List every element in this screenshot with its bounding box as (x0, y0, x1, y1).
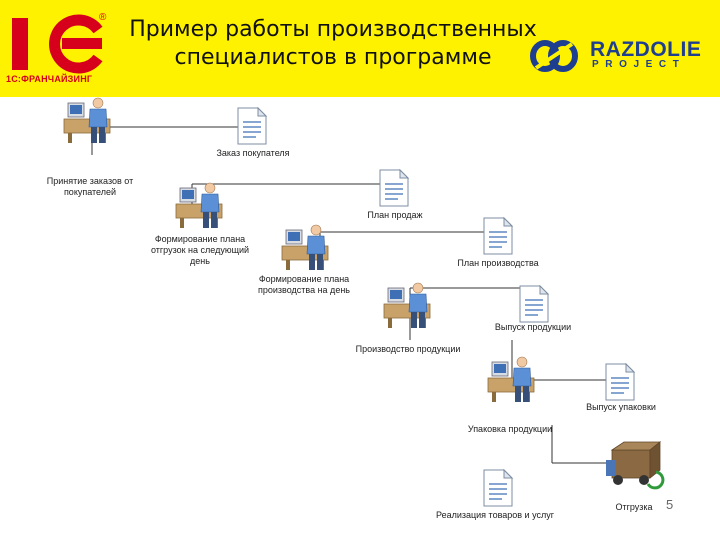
razdolie-logo-mark (530, 40, 578, 72)
logo-1c (12, 14, 103, 74)
razdolie-sub: PROJECT (592, 59, 686, 70)
document-icon-customer-order (237, 107, 267, 145)
label-role-packing: Упаковка продукции (467, 424, 553, 434)
worker-icon-orders (63, 97, 111, 144)
label-role-orders: Принятие заказов от покупателей (46, 176, 134, 197)
document-icon-sales-plan (379, 169, 409, 207)
label-doc-production-plan: План производства (457, 258, 539, 268)
page-title: Пример работы производственных специалис… (128, 16, 538, 72)
header-banner: ® 1С:ФРАНЧАЙЗИНГ Пример работы производс… (0, 0, 720, 97)
document-icon-production-output (519, 285, 549, 323)
label-doc-packaging-output: Выпуск упаковки (586, 402, 656, 412)
document-icon-production-plan (483, 217, 513, 255)
title-line-1: Пример работы производственных (129, 17, 537, 42)
logo-1c-caption: 1С:ФРАНЧАЙЗИНГ (6, 74, 93, 84)
label-role-shipment: Отгрузка (615, 502, 653, 512)
title-line-2: специалистов в программе (174, 45, 492, 70)
page-number: 5 (666, 497, 674, 512)
registered-mark: ® (99, 12, 107, 23)
worker-icon-production (383, 282, 431, 329)
label-doc-production-output: Выпуск продукции (494, 322, 572, 332)
razdolie-name: RAZDOLIE (590, 38, 702, 61)
label-doc-customer-order: Заказ покупателя (216, 148, 290, 158)
label-doc-sales-invoice: Реализация товаров и услуг (435, 510, 555, 520)
label-role-production-plan: Формирование плана производства на день (258, 274, 350, 295)
process-diagram (63, 97, 665, 507)
document-icon-packaging-output (605, 363, 635, 401)
label-doc-sales-plan: План продаж (367, 210, 423, 220)
worker-icon-packing (487, 356, 535, 403)
label-role-shipping-plan: Формирование плана отгрузок на следующий… (150, 234, 250, 266)
worker-icon-shipping-plan (175, 182, 223, 229)
label-role-production: Производство продукции (355, 344, 461, 354)
truck-icon-shipment (604, 440, 665, 490)
document-icon-sales-invoice (483, 469, 513, 507)
